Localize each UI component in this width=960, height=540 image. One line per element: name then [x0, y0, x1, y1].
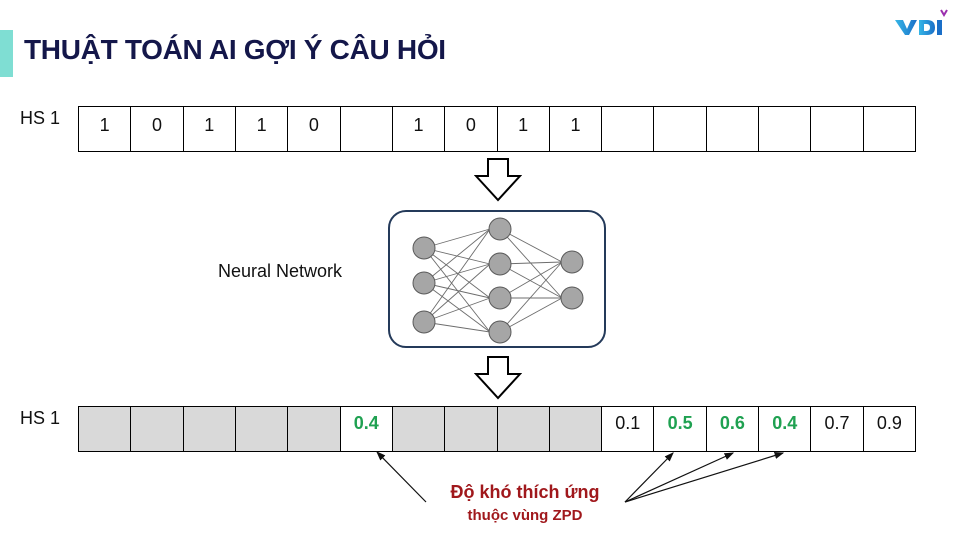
input-cell — [602, 107, 655, 151]
output-cell: 0.1 — [602, 407, 655, 451]
vdi-logo-icon — [893, 8, 953, 38]
nn-connection — [423, 282, 491, 333]
input-cell: 1 — [498, 107, 550, 151]
output-cell: 0.7 — [811, 407, 864, 451]
pointer-arrow — [624, 452, 735, 503]
down-arrow-icon — [474, 158, 522, 202]
nn-connection — [423, 228, 491, 323]
nn-node — [412, 310, 436, 334]
input-cell — [654, 107, 707, 151]
caption-line-2: thuộc vùng ZPD — [467, 507, 583, 524]
input-cell: 0 — [131, 107, 184, 151]
neural-network-label: Neural Network — [218, 261, 343, 281]
output-cell — [392, 407, 446, 451]
pointer-arrow — [376, 451, 427, 503]
nn-node — [488, 252, 512, 276]
nn-connection — [423, 247, 491, 333]
neural-network-box — [388, 210, 606, 348]
input-cell: 1 — [79, 107, 132, 151]
page-title: THUẬT TOÁN AI GỢI Ý CÂU HỎI — [24, 34, 446, 65]
output-cell — [183, 407, 236, 451]
pointer-arrow — [624, 452, 785, 503]
nn-connection — [499, 228, 563, 263]
nn-connection — [499, 261, 563, 299]
input-cell — [759, 107, 812, 151]
input-row-label: HS 1 — [20, 108, 61, 128]
pointer-arrow — [624, 452, 674, 503]
nn-node — [412, 271, 436, 295]
zpd-output-cell: 0.5 — [654, 407, 707, 451]
output-cell — [445, 407, 498, 451]
nn-node — [560, 250, 584, 274]
nn-connection — [499, 228, 563, 299]
zpd-output-cell: 0.6 — [707, 407, 760, 451]
input-cell — [811, 107, 864, 151]
down-arrow-icon — [474, 356, 522, 400]
output-cell — [549, 407, 603, 451]
input-cell: 1 — [184, 107, 236, 151]
nn-connection — [423, 228, 491, 284]
output-row-label: HS 1 — [20, 408, 61, 428]
nn-connection — [499, 261, 563, 333]
output-cell: 0.9 — [876, 413, 902, 433]
input-cell: 1 — [236, 107, 289, 151]
nn-node — [488, 286, 512, 310]
input-cell: 0 — [445, 107, 498, 151]
input-cell: 1 — [550, 107, 603, 151]
zpd-output-cell: 0.4 — [759, 407, 812, 451]
nn-node — [488, 320, 512, 344]
title-accent-bar — [0, 30, 13, 77]
input-cell: 0 — [288, 107, 341, 151]
output-cell — [235, 407, 289, 451]
input-cell — [341, 107, 393, 151]
caption-line-1: Độ khó thích ứng — [450, 482, 600, 502]
input-cell: 1 — [393, 107, 446, 151]
nn-connection — [423, 297, 491, 323]
nn-node — [560, 286, 584, 310]
zpd-caption: Độ khó thích ứng thuộc vùng ZPD — [400, 482, 650, 524]
output-cell — [131, 407, 184, 451]
output-cell — [288, 407, 341, 451]
nn-connection — [499, 263, 563, 299]
nn-node — [488, 217, 512, 241]
input-cell — [707, 107, 760, 151]
zpd-output-cell: 0.4 — [341, 407, 393, 451]
output-cell — [497, 407, 550, 451]
nn-connection — [423, 263, 491, 323]
neural-network-icon — [412, 217, 584, 344]
nn-connection — [499, 297, 563, 333]
output-cell — [79, 407, 132, 451]
nn-node — [412, 236, 436, 260]
nn-connection — [423, 247, 491, 299]
